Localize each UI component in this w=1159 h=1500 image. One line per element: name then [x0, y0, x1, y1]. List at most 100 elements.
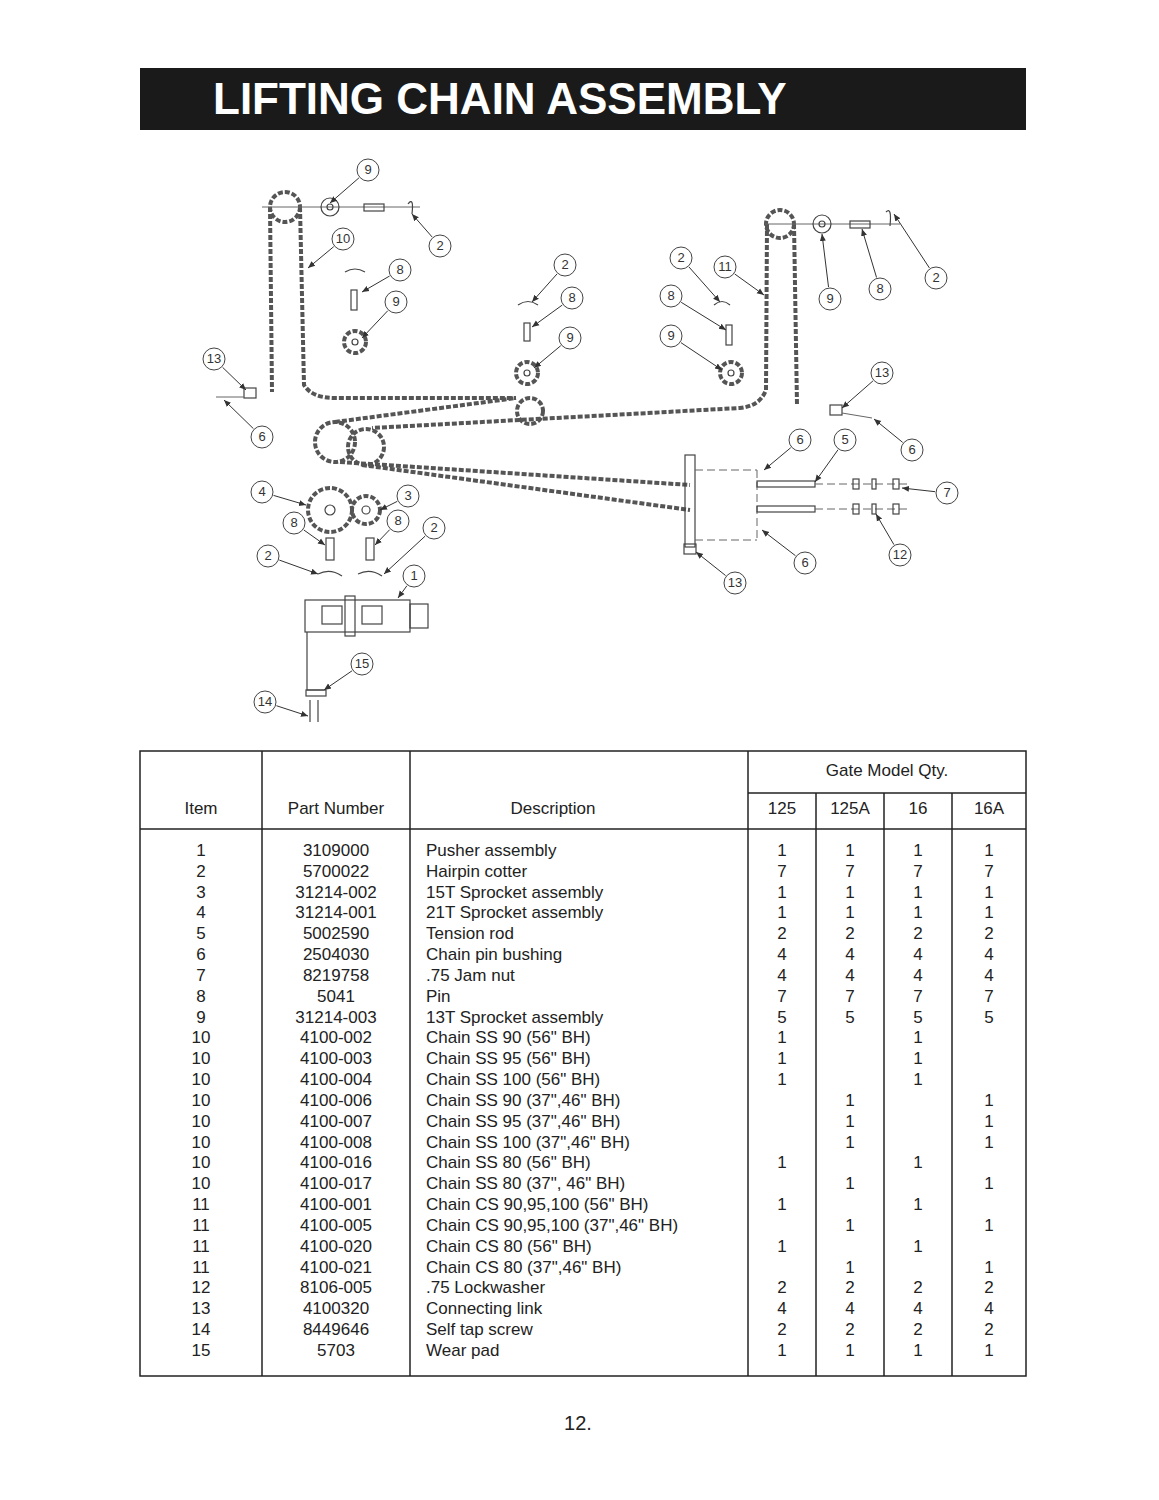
quantity: 1 — [845, 1133, 854, 1153]
callout-circle — [834, 429, 856, 451]
leader-line — [362, 276, 390, 292]
leader-line — [874, 419, 903, 442]
leader-line — [223, 367, 246, 390]
quantity: 1 — [777, 904, 786, 924]
item-number: 7 — [196, 966, 205, 986]
callout-number: 1 — [410, 569, 417, 584]
callout-number: 8 — [568, 291, 575, 306]
part-description: Wear pad — [426, 1341, 499, 1361]
callout-number: 9 — [364, 163, 371, 178]
quantity: 1 — [845, 1091, 854, 1111]
part-description: Chain pin bushing — [426, 945, 562, 965]
quantity: 7 — [913, 987, 922, 1007]
leader-line — [224, 400, 253, 429]
item-number: 15 — [192, 1341, 211, 1361]
part-description: Chain CS 90,95,100 (56" BH) — [426, 1195, 648, 1215]
quantity: 7 — [913, 862, 922, 882]
item-number: 10 — [192, 1070, 211, 1090]
leader-line — [735, 274, 764, 295]
item-number: 10 — [192, 1029, 211, 1049]
callout-circle — [869, 278, 891, 300]
quantity: 1 — [913, 1154, 922, 1174]
callout-circle — [660, 325, 682, 347]
quantity: 1 — [913, 904, 922, 924]
item-number: 13 — [192, 1299, 211, 1319]
callout-circle — [670, 247, 692, 269]
item-number: 8 — [196, 987, 205, 1007]
quantity: 1 — [984, 904, 993, 924]
leader-line — [681, 302, 726, 330]
part-number: 4100-007 — [300, 1112, 372, 1132]
callout-circle — [561, 287, 583, 309]
callout-number: 4 — [258, 485, 265, 500]
callout-circle — [724, 572, 746, 594]
part-description: Chain SS 90 (37",46" BH) — [426, 1091, 620, 1111]
quantity: 1 — [845, 1341, 854, 1361]
callout-circle — [871, 362, 893, 384]
part-number: 4100-001 — [300, 1195, 372, 1215]
callout-circle — [357, 159, 379, 181]
quantity: 7 — [845, 987, 854, 1007]
quantity: 1 — [845, 1174, 854, 1194]
callout-circle — [889, 544, 911, 566]
leader-line — [380, 501, 397, 510]
leader-line — [534, 346, 561, 368]
callout-circle — [660, 285, 682, 307]
callout-number: 2 — [430, 521, 437, 536]
callout-number: 9 — [667, 329, 674, 344]
callout-number: 13 — [207, 352, 221, 367]
leader-line — [764, 448, 791, 470]
part-description: Pin — [426, 987, 451, 1007]
part-description: Chain SS 95 (37",46" BH) — [426, 1112, 620, 1132]
callout-number: 8 — [290, 516, 297, 531]
quantity: 7 — [845, 862, 854, 882]
callout-circle — [251, 426, 273, 448]
part-description: Tension rod — [426, 925, 514, 945]
item-number: 10 — [192, 1133, 211, 1153]
callout-number: 2 — [677, 251, 684, 266]
quantity: 4 — [984, 945, 993, 965]
callout-circle — [423, 517, 445, 539]
callout-circle — [389, 259, 411, 281]
table-header: 16 — [909, 799, 928, 819]
callout-number: 14 — [258, 695, 272, 710]
callout-circle — [351, 653, 373, 675]
callout-number: 10 — [336, 232, 350, 247]
leader-line — [324, 671, 352, 690]
item-number: 10 — [192, 1154, 211, 1174]
quantity: 4 — [984, 1299, 993, 1319]
chain — [270, 207, 272, 392]
callout-circle — [403, 565, 425, 587]
quantity: 1 — [777, 841, 786, 861]
leader-line — [894, 214, 929, 268]
leader-line — [876, 514, 894, 545]
callout-circle — [789, 429, 811, 451]
item-number: 1 — [196, 841, 205, 861]
quantity: 2 — [845, 1279, 854, 1299]
leader-line — [822, 234, 829, 287]
page-number: 12. — [564, 1412, 592, 1435]
leader-line — [330, 178, 359, 203]
part-number: 8449646 — [303, 1320, 369, 1340]
callout-number: 2 — [561, 258, 568, 273]
quantity: 1 — [777, 1341, 786, 1361]
callout-number: 3 — [404, 489, 411, 504]
quantity: 4 — [913, 1299, 922, 1319]
item-number: 9 — [196, 1008, 205, 1028]
quantity: 2 — [845, 1320, 854, 1340]
leader-line — [279, 560, 318, 574]
leader-line — [398, 586, 407, 598]
part-description: Chain SS 100 (37",46" BH) — [426, 1133, 630, 1153]
callout-number: 8 — [396, 263, 403, 278]
item-number: 11 — [192, 1237, 210, 1257]
leader-line — [532, 274, 557, 302]
leader-line — [412, 214, 432, 237]
table-header: Item — [184, 799, 217, 819]
callout-circle — [257, 545, 279, 567]
quantity: 1 — [777, 1050, 786, 1070]
callout-number: 15 — [355, 657, 369, 672]
quantity: 4 — [845, 945, 854, 965]
quantity: 1 — [984, 883, 993, 903]
quantity: 1 — [913, 1195, 922, 1215]
quantity: 1 — [913, 883, 922, 903]
